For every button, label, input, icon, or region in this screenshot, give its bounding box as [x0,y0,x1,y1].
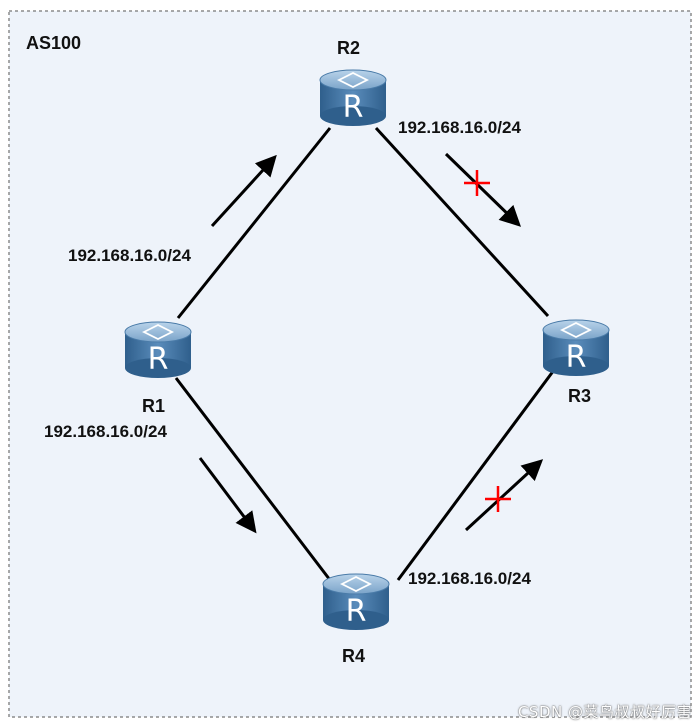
router-icon: R [124,321,192,378]
router-label-r1: R1 [142,396,165,416]
svg-text:R: R [346,594,367,629]
link-r1-r2 [176,127,332,319]
svg-text:R: R [148,342,169,377]
arrow-r1-to-r2 [210,154,277,228]
router-r1: R [124,321,192,378]
link-r4-r3 [396,369,556,581]
links [174,126,556,581]
block-mark-r4-r3 [485,486,511,512]
prefix-label-r2-r3: 192.168.16.0/24 [398,118,521,137]
router-label-r2: R2 [337,38,360,58]
router-icon: R [319,69,387,126]
svg-text:R: R [343,90,364,125]
router-icon: R [542,319,610,376]
prefix-label-r1-r2: 192.168.16.0/24 [68,246,191,265]
as-label: AS100 [26,33,81,53]
link-r1-r4 [174,377,332,581]
router-r3: R [542,319,610,376]
block-marks [464,170,511,512]
link-r2-r3 [374,126,550,318]
router-r2: R [319,69,387,126]
svg-text:R: R [566,340,587,375]
router-label-r4: R4 [342,646,365,666]
advertisement-arrows [198,152,544,534]
router-label-r3: R3 [568,386,591,406]
arrow-r4-to-r3 [464,459,544,532]
arrow-r1-to-r4 [198,457,257,534]
router-icon: R [322,573,390,630]
watermark: CSDN @菜鸟叔叔好厉害 [517,703,692,721]
arrow-r2-to-r3 [444,152,522,227]
prefix-label-r1-r4: 192.168.16.0/24 [44,422,167,441]
block-mark-r2-r3 [464,170,490,196]
router-r4: R [322,573,390,630]
prefix-label-r4-r3: 192.168.16.0/24 [408,569,531,588]
